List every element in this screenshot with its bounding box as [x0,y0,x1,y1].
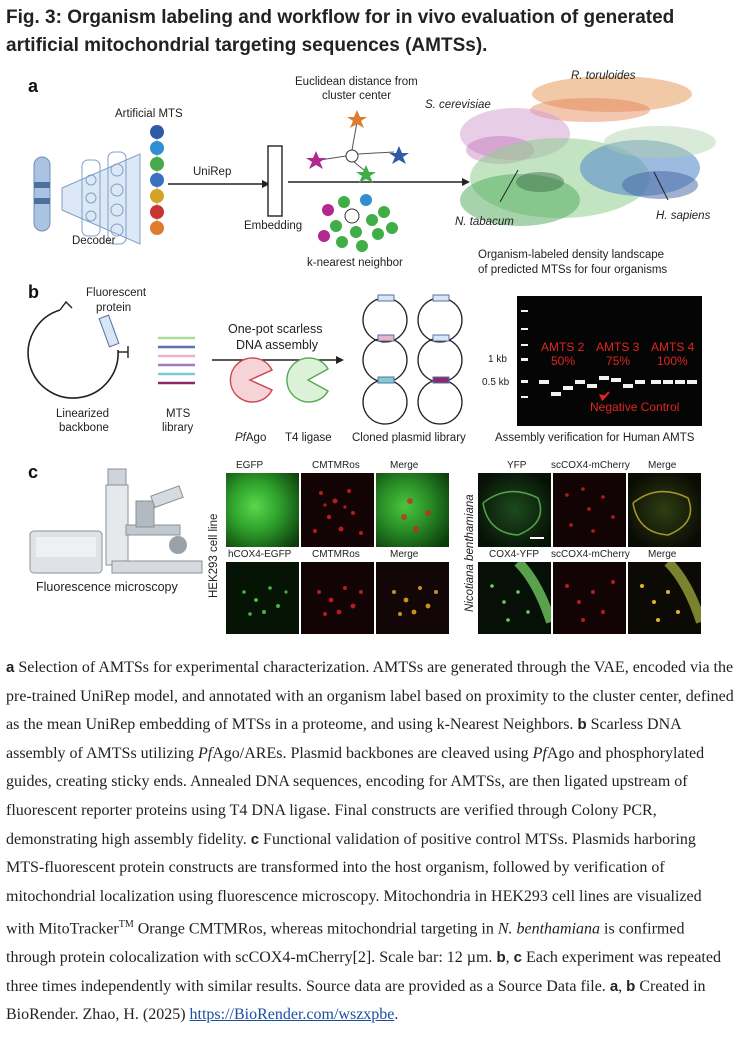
label-protein: protein [96,302,132,314]
image-merge-1 [376,473,449,547]
label-landscape-2: of predicted MTSs for four organisms [478,264,668,276]
label-fluorescent: Fluorescent [86,287,147,299]
panel-c-letter: c [28,462,39,482]
label-sccox4-2: scCOX4-mCherry [551,549,630,560]
label-nicotiana: Nicotiana benthamiana [464,494,476,612]
label-dna-assembly: DNA assembly [236,338,318,352]
gel-negative-control: Negative Control [590,400,680,414]
panel-b-diagram [27,294,463,425]
density-landscape [460,76,716,226]
gel-1kb-label: 1 kb [488,354,507,365]
label-merge-3: Merge [648,460,677,471]
label-knn: k-nearest neighbor [307,257,403,269]
gel-amts3: AMTS 3 [596,340,640,354]
gel-amts2-pct: 50% [551,354,576,368]
label-decoder: Decoder [72,235,116,247]
figure-caption: a Selection of AMTSs for experimental ch… [6,659,734,1024]
biorender-link[interactable]: https://BioRender.com/wszxpbe [189,1006,395,1024]
label-cmtmros-2: CMTMRos [312,549,360,560]
gel-image: AMTS 2 50% AMTS 3 75% AMTS 4 100% Negati… [517,296,702,426]
label-one-pot: One-pot scarless [228,322,323,336]
mts-beads-icon [150,125,164,235]
label-assembly-verify: Assembly verification for Human AMTS [495,432,695,444]
image-cmtmros-1 [301,473,374,547]
gel-amts4: AMTS 4 [651,340,695,354]
label-euclid: Euclidean distance from [295,76,418,88]
label-yfp: YFP [507,460,527,471]
microscope-icon [29,468,203,574]
label-r-toruloides: R. toruloides [571,70,636,82]
image-merge-2 [376,562,449,634]
label-cmtmros-1: CMTMRos [312,460,360,471]
label-merge-2: Merge [390,549,419,560]
label-artificial-mts: Artificial MTS [115,108,183,120]
image-yfp [478,473,551,547]
image-sccox4-2 [553,562,626,634]
gel-amts4-pct: 100% [657,354,688,368]
label-merge-4: Merge [648,549,677,560]
label-backbone: backbone [59,422,109,434]
image-cox4-yfp [478,562,551,634]
label-unirep: UniRep [193,166,232,178]
image-cmtmros-2 [301,562,374,634]
distance-graph [306,110,409,183]
figure-3: a [27,70,716,634]
image-sccox4-1 [553,473,626,547]
linearized-backbone-icon [27,309,119,399]
label-sccox4-1: scCOX4-mCherry [551,460,630,471]
label-mts: MTS [166,408,191,420]
label-h-sapiens: H. sapiens [656,210,711,222]
label-egfp: EGFP [236,460,264,471]
label-s-cerevisiae: S. cerevisiae [425,99,491,111]
knn-cluster [318,194,398,252]
label-merge-1: Merge [390,460,419,471]
label-t4-ligase: T4 ligase [285,432,332,444]
label-n-tabacum: N. tabacum [455,216,514,228]
image-hcox4-egfp [226,562,299,634]
label-cox4-yfp: COX4-YFP [489,549,540,560]
embedding-box [267,145,283,217]
label-cloned-library: Cloned plasmid library [352,432,466,444]
label-embedding: Embedding [244,220,303,232]
label-library: library [162,422,194,434]
decoder-icon [61,153,141,245]
cloned-plasmid-library [362,297,463,425]
label-microscopy: Fluorescence microscopy [36,580,178,594]
t4-ligase-icon [286,357,329,403]
panel-a-letter: a [28,76,39,96]
mts-library-icon [158,336,195,385]
gel-05kb-label: 0.5 kb [482,377,510,388]
fluorescent-protein-icon [98,314,120,348]
label-pfago: PfAgo [235,432,267,444]
figure-title: Fig. 3: Organism labeling and workflow f… [6,7,675,56]
image-merge-4 [628,562,701,634]
pfago-icon [229,357,273,403]
input-icon [33,156,51,232]
panel-b-letter: b [28,282,39,302]
label-euclid-2: cluster center [322,90,392,102]
label-hcox4-egfp: hCOX4-EGFP [228,549,292,560]
panel-a-diagram [33,76,716,252]
label-linearized: Linearized [56,408,110,420]
label-hek293: HEK293 cell line [208,513,220,598]
gel-amts2: AMTS 2 [541,340,585,354]
image-egfp [226,473,299,547]
label-landscape-1: Organism-labeled density landscape [478,249,665,261]
gel-amts3-pct: 75% [606,354,631,368]
image-merge-3 [628,473,701,547]
